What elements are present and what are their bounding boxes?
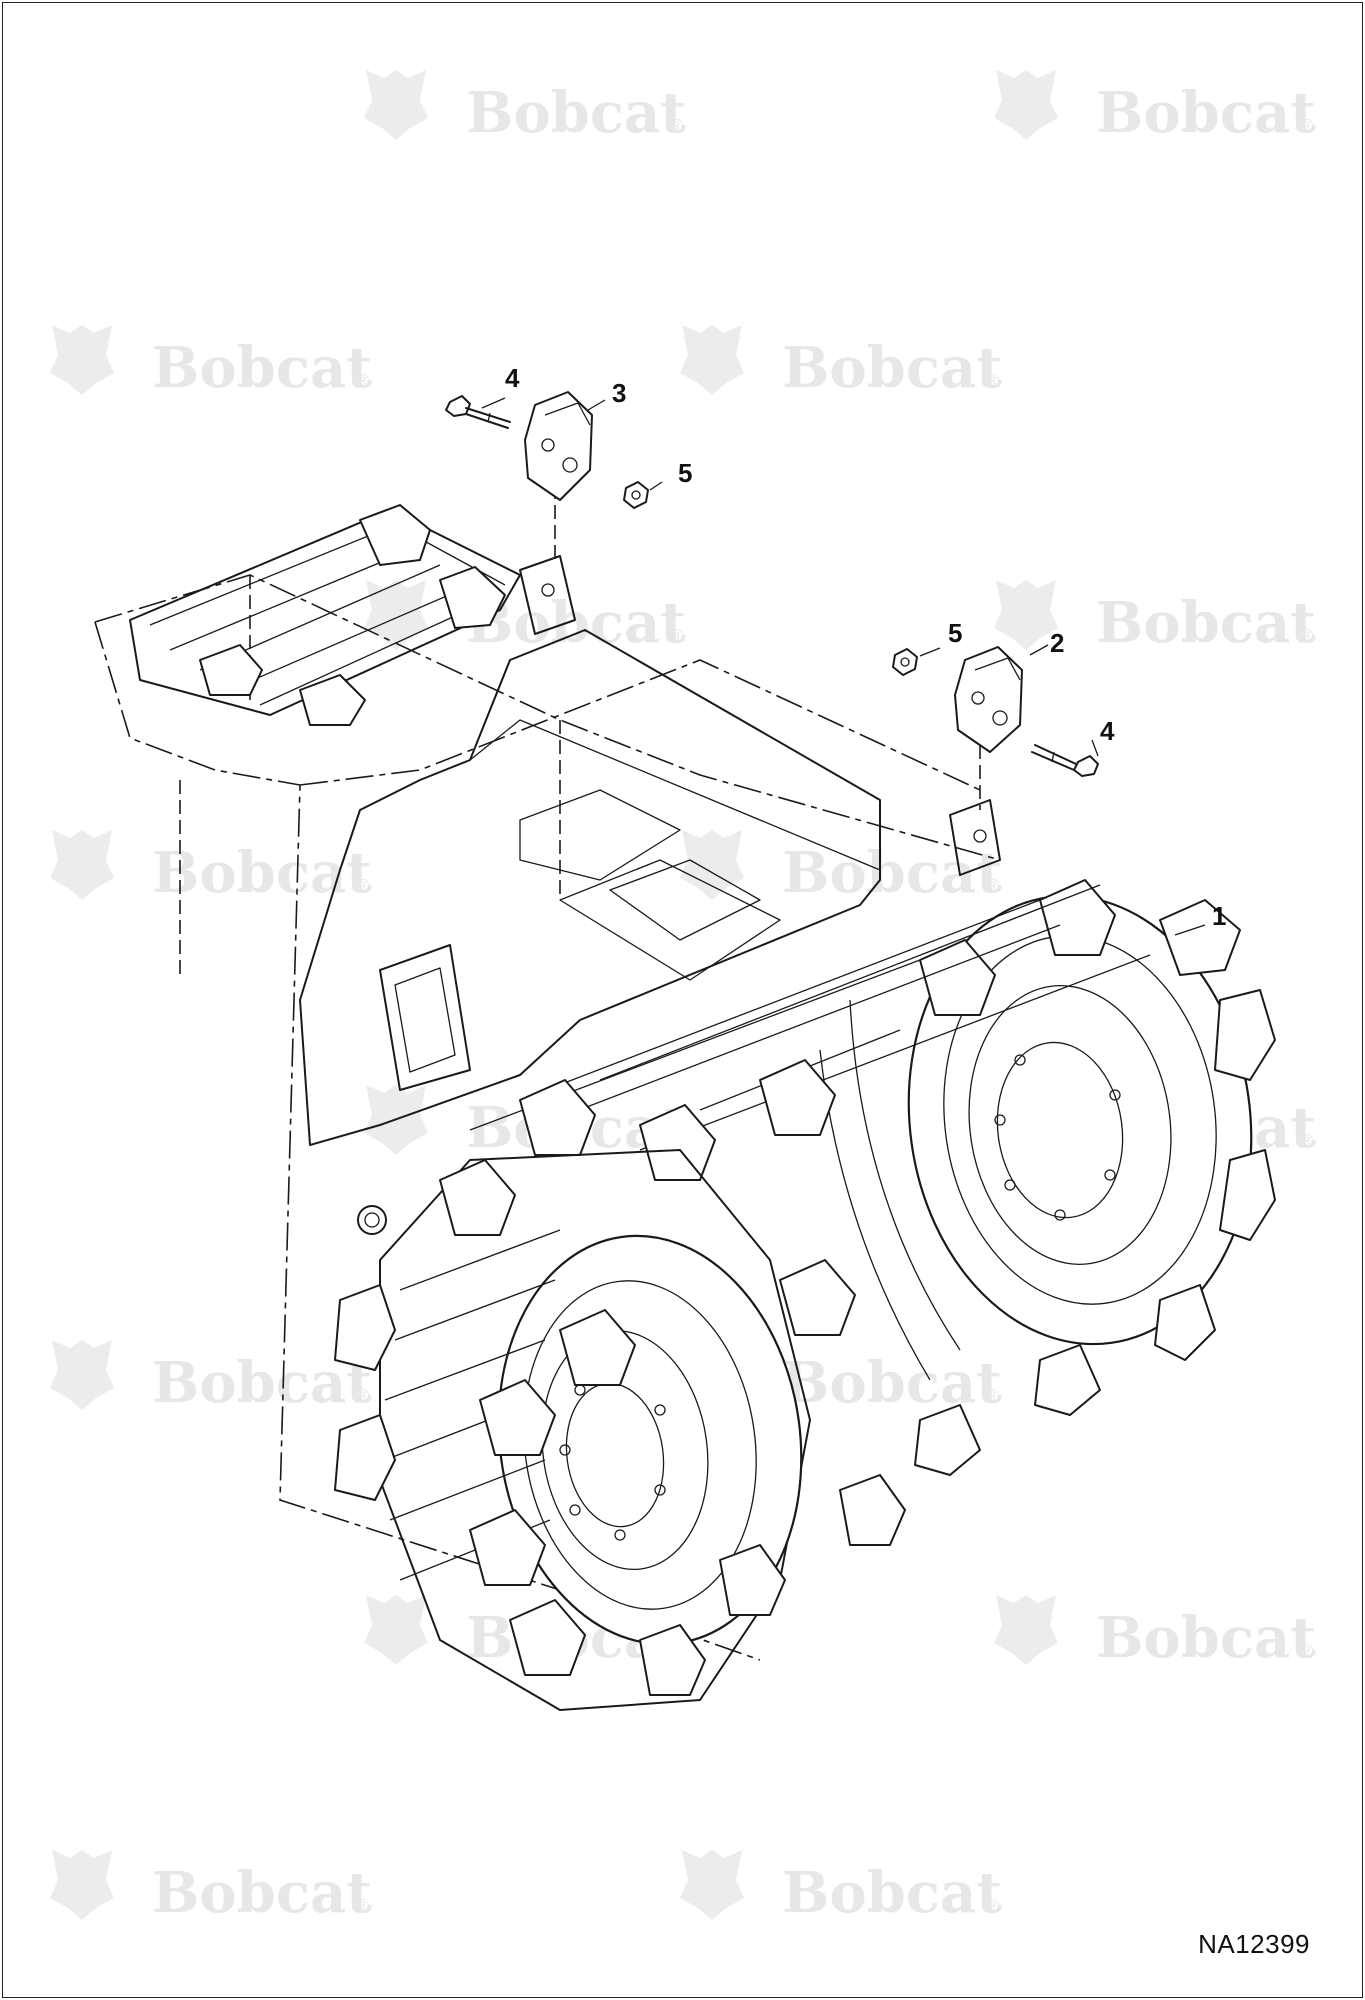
bobcat-logo-icon: [50, 325, 114, 395]
callout-5-right: 5: [948, 618, 962, 648]
leader-line: [649, 481, 663, 491]
watermark-tile: Bobcat ®: [994, 580, 1316, 656]
bobcat-logo-icon: [364, 70, 428, 140]
bobcat-logo-icon: [994, 580, 1058, 650]
watermark-text: Bobcat: [1096, 590, 1316, 656]
bobcat-logo-icon: [364, 1595, 428, 1665]
watermark-tile: Bobcat ®: [680, 1850, 1002, 1926]
leader-line: [587, 399, 606, 411]
callout-4-right: 4: [1100, 716, 1115, 746]
watermark-reg: ®: [986, 876, 999, 896]
bobcat-logo-icon: [680, 830, 744, 900]
document-id: NA12399: [1198, 1929, 1310, 1959]
watermark-tile: Bobcat ®: [50, 830, 372, 906]
watermark-tile: Bobcat ®: [364, 1085, 686, 1161]
callout-4-upper: 4: [505, 363, 520, 393]
watermark-text: Bobcat: [782, 335, 1002, 401]
watermark-tile: Bobcat ®: [50, 1340, 372, 1416]
watermark-tile: Bobcat ®: [994, 70, 1316, 146]
mount-bracket-2: [954, 646, 1023, 753]
bobcat-logo-icon: [994, 1595, 1058, 1665]
bobcat-logo-icon: [680, 325, 744, 395]
watermark-text: Bobcat: [782, 1350, 1002, 1416]
watermark-reg: ®: [356, 371, 369, 391]
bolt-4-upper: [445, 395, 511, 429]
watermark-tile: Bobcat ®: [50, 1850, 372, 1926]
watermark-reg: ®: [670, 626, 683, 646]
bobcat-logo-icon: [994, 70, 1058, 140]
watermark-reg: ®: [356, 1896, 369, 1916]
bobcat-logo-icon: [50, 830, 114, 900]
watermark-tile: Bobcat ®: [364, 70, 686, 146]
bobcat-logo-icon: [50, 1340, 114, 1410]
nut-5-right: [892, 648, 918, 676]
lower-track-assembly: [334, 1149, 906, 1711]
mount-bracket-upper-group: [445, 391, 663, 565]
leader-line: [919, 647, 941, 657]
callout-2: 2: [1050, 628, 1064, 658]
callout-3: 3: [612, 378, 626, 408]
watermark-reg: ®: [986, 1896, 999, 1916]
bobcat-logo-icon: [364, 580, 428, 650]
bolt-4-right: [1031, 744, 1099, 777]
watermark-text: Bobcat: [782, 840, 1002, 906]
watermark-reg: ®: [356, 876, 369, 896]
watermark-reg: ®: [356, 1386, 369, 1406]
watermark-reg: ®: [1300, 1131, 1313, 1151]
watermark-text: Bobcat: [152, 335, 372, 401]
watermark-reg: ®: [1300, 626, 1313, 646]
leader-line: [481, 397, 506, 409]
watermark-reg: ®: [1300, 116, 1313, 136]
watermark-reg: ®: [1300, 1641, 1313, 1661]
watermark-text: Bobcat: [466, 80, 686, 146]
watermark-text: Bobcat: [1096, 1605, 1316, 1671]
mount-bracket-3: [524, 391, 593, 501]
front-track-assembly: [819, 879, 1276, 1476]
rear-track-assembly: [129, 504, 521, 726]
watermark-reg: ®: [670, 116, 683, 136]
watermark-text: Bobcat: [152, 840, 372, 906]
watermark-tile: Bobcat ®: [50, 325, 372, 401]
mount-bracket-right-group: [892, 644, 1099, 810]
bobcat-logo-icon: [50, 1850, 114, 1920]
callout-5-upper: 5: [678, 458, 692, 488]
machine-frame: [299, 555, 1001, 1235]
watermark-reg: ®: [986, 1386, 999, 1406]
callout-1: 1: [1212, 901, 1226, 931]
track-crossbars: [469, 884, 1151, 1336]
leader-line: [1174, 924, 1206, 936]
leader-line: [1091, 739, 1099, 757]
nut-5-upper: [623, 481, 649, 509]
watermark-text: Bobcat: [152, 1860, 372, 1926]
watermark-tile: Bobcat ®: [680, 325, 1002, 401]
watermark-reg: ®: [986, 371, 999, 391]
watermark-tile: Bobcat ®: [994, 1595, 1316, 1671]
bobcat-logo-icon: [680, 1850, 744, 1920]
watermark-text: Bobcat: [782, 1860, 1002, 1926]
leader-line: [1029, 644, 1049, 656]
watermark-text: Bobcat: [1096, 80, 1316, 146]
